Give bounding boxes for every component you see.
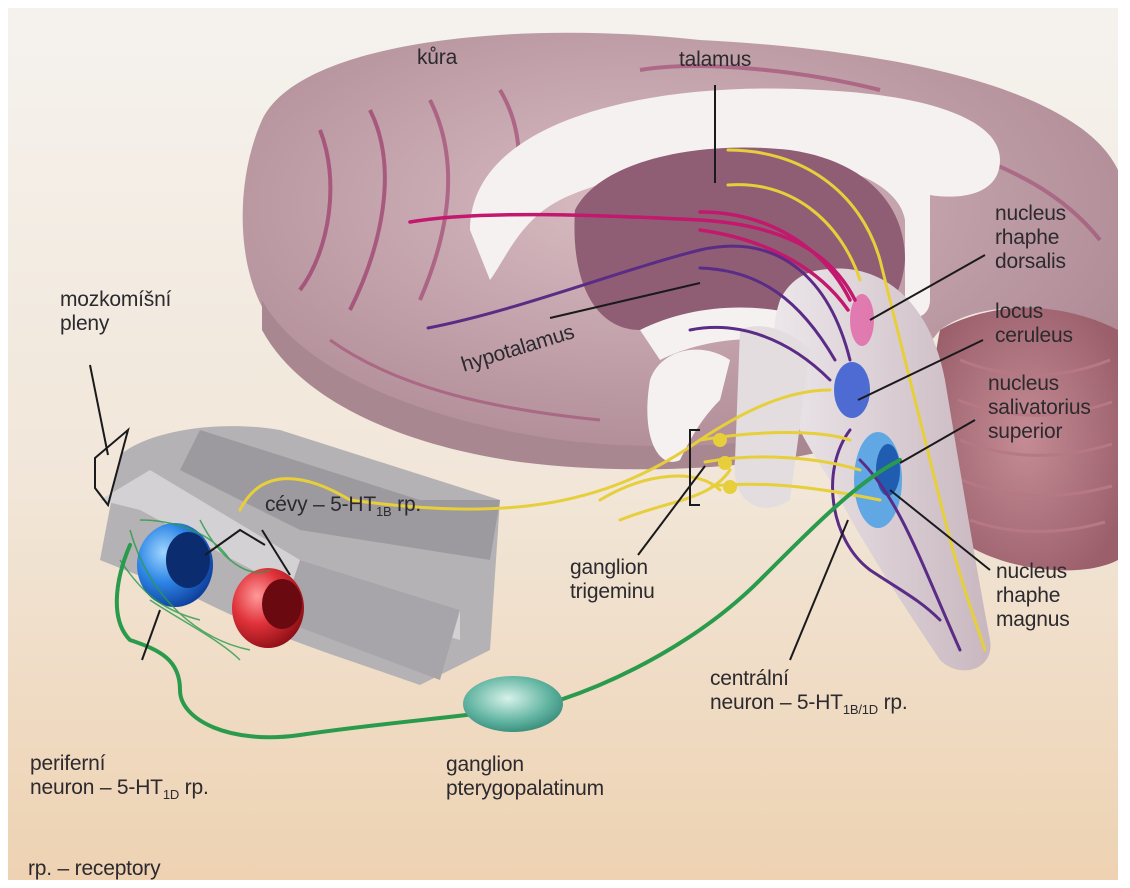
label-ganglion-trigeminu: ganglion trigeminu [570, 556, 655, 604]
legend-receptory: rp. – receptory [28, 857, 160, 881]
label-talamus: talamus [679, 48, 751, 72]
label-mozkomisni-pleny: mozkomíšní pleny [60, 288, 171, 336]
label-nucleus-rhaphe-dorsalis: nucleus rhaphe dorsalis [995, 202, 1066, 274]
vessel-red [232, 568, 304, 648]
label-centralni-neuron: centrální neuron – 5-HT1B/1D rp. [710, 667, 908, 715]
label-nucleus-salivatorius-superior: nucleus salivatorius superior [988, 372, 1091, 444]
label-kura: kůra [417, 46, 457, 70]
label-periferni-neuron: periferní neuron – 5-HT1D rp. [30, 752, 209, 800]
label-ganglion-pterygopalatinum: ganglion pterygopalatinum [446, 753, 604, 801]
locus-ceruleus-shape [834, 362, 870, 418]
label-cevy: cévy – 5-HT1B rp. [265, 493, 421, 517]
ganglion-pterygopalatinum-shape [463, 676, 563, 732]
label-locus-ceruleus: locus ceruleus [995, 300, 1073, 348]
label-nucleus-rhaphe-magnus: nucleus rhaphe magnus [996, 560, 1070, 632]
